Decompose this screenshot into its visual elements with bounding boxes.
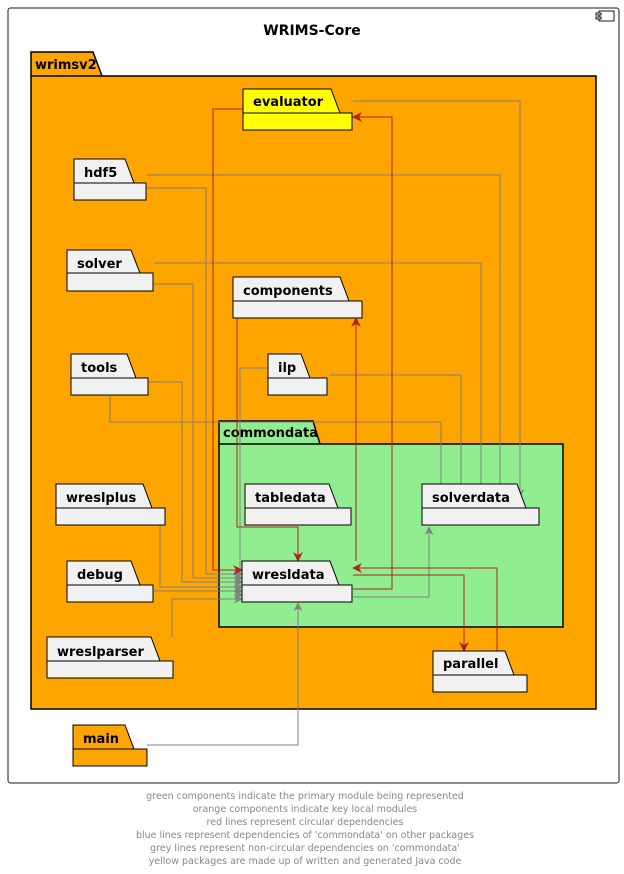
pkg-tabledata[interactable]: tabledata (244, 483, 352, 526)
edge-parallel-wresldata (352, 563, 498, 651)
edge-wresldata-solverdata (353, 526, 434, 598)
pkg-tabledata-label: tabledata (255, 491, 326, 506)
pkg-solverdata[interactable]: solverdata (421, 483, 540, 526)
pkg-solver[interactable]: solver (66, 249, 154, 292)
edge-wresldata-evaluator (352, 112, 393, 590)
pkg-ilp-label: ilp (278, 361, 296, 376)
pkg-solver-label: solver (77, 257, 122, 272)
edge-hdf5-solverdata (147, 174, 505, 498)
pkg-wreslplus-label: wreslplus (66, 491, 136, 506)
pkg-parallel-label: parallel (443, 657, 498, 672)
edge-tools-solverdata (109, 395, 446, 498)
edge-solver-solverdata (154, 262, 486, 498)
edge-wresldata-parallel (353, 574, 469, 652)
edge-wreslparser-wresldata (171, 594, 243, 637)
connectors (109, 100, 525, 746)
edge-solver-wresldata (154, 283, 243, 583)
legend-line-5: grey lines represent non-circular depend… (150, 843, 460, 854)
pkg-wreslplus[interactable]: wreslplus (55, 483, 166, 526)
pkg-main[interactable]: main (72, 724, 148, 767)
edge-tools-wresldata (149, 381, 243, 587)
edge-evaluator-wresldata (212, 108, 243, 575)
package-commondata-label: commondata (223, 426, 318, 441)
edge-wreslplus-wresldata (159, 525, 243, 592)
pkg-wreslparser-label: wreslparser (57, 645, 144, 660)
diagram-title: WRIMS-Core (263, 23, 361, 39)
package-wrimsv2-label: wrimsv2 (35, 58, 97, 73)
pkg-solverdata-label: solverdata (432, 491, 510, 506)
edge-ilp-wresldata (233, 367, 268, 600)
legend: green components indicate the primary mo… (136, 791, 474, 867)
pkg-tools[interactable]: tools (70, 353, 149, 396)
pkg-components[interactable]: components (232, 276, 363, 319)
pkg-wresldata[interactable]: wresldata (241, 560, 353, 603)
legend-line-3: red lines represent circular dependencie… (207, 817, 404, 828)
pkg-hdf5-label: hdf5 (84, 166, 117, 181)
edge-evaluator-solverdata (353, 100, 525, 498)
pkg-evaluator[interactable]: evaluator (242, 88, 353, 131)
uml-component-icon (595, 10, 615, 22)
edge-ilp-solverdata (329, 374, 466, 498)
legend-line-2: orange components indicate key local mod… (193, 804, 418, 815)
edge-main-wresldata (147, 602, 303, 746)
pkg-tools-label: tools (81, 361, 118, 376)
legend-line-4: blue lines represent dependencies of 'co… (136, 830, 474, 841)
pkg-wresldata-label: wresldata (252, 568, 325, 583)
pkg-hdf5[interactable]: hdf5 (73, 158, 147, 201)
pkg-wreslparser[interactable]: wreslparser (46, 636, 174, 679)
pkg-debug[interactable]: debug (66, 560, 154, 603)
pkg-evaluator-label: evaluator (253, 95, 324, 110)
legend-line-6: yellow packages are made up of written a… (149, 856, 462, 867)
pkg-main-label: main (83, 732, 119, 747)
pkg-ilp[interactable]: ilp (267, 353, 328, 396)
pkg-components-label: components (243, 284, 333, 299)
pkg-parallel[interactable]: parallel (432, 650, 528, 693)
edge-hdf5-wresldata (147, 187, 243, 579)
pkg-debug-label: debug (77, 568, 123, 583)
legend-line-1: green components indicate the primary mo… (146, 791, 464, 802)
edge-components-wresldata (236, 318, 303, 562)
